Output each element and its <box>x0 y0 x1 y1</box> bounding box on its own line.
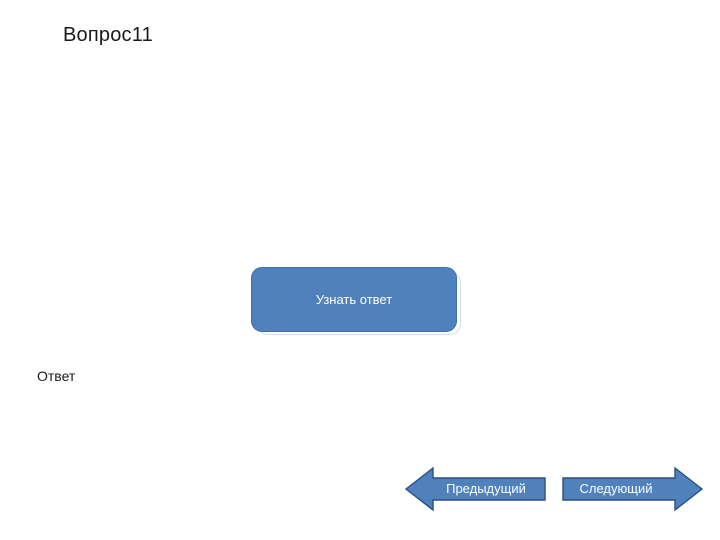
reveal-answer-button-group: Узнать ответ <box>251 267 463 339</box>
arrow-left-icon <box>404 466 546 512</box>
reveal-answer-label: Узнать ответ <box>315 291 393 307</box>
page-title: Вопрос11 <box>63 24 153 46</box>
previous-button[interactable]: Предыдущий <box>404 466 546 512</box>
answer-label: Ответ <box>37 368 76 384</box>
arrow-right-icon <box>562 466 704 512</box>
next-button[interactable]: Следующий <box>562 466 704 512</box>
reveal-answer-button[interactable]: Узнать ответ <box>251 267 457 332</box>
